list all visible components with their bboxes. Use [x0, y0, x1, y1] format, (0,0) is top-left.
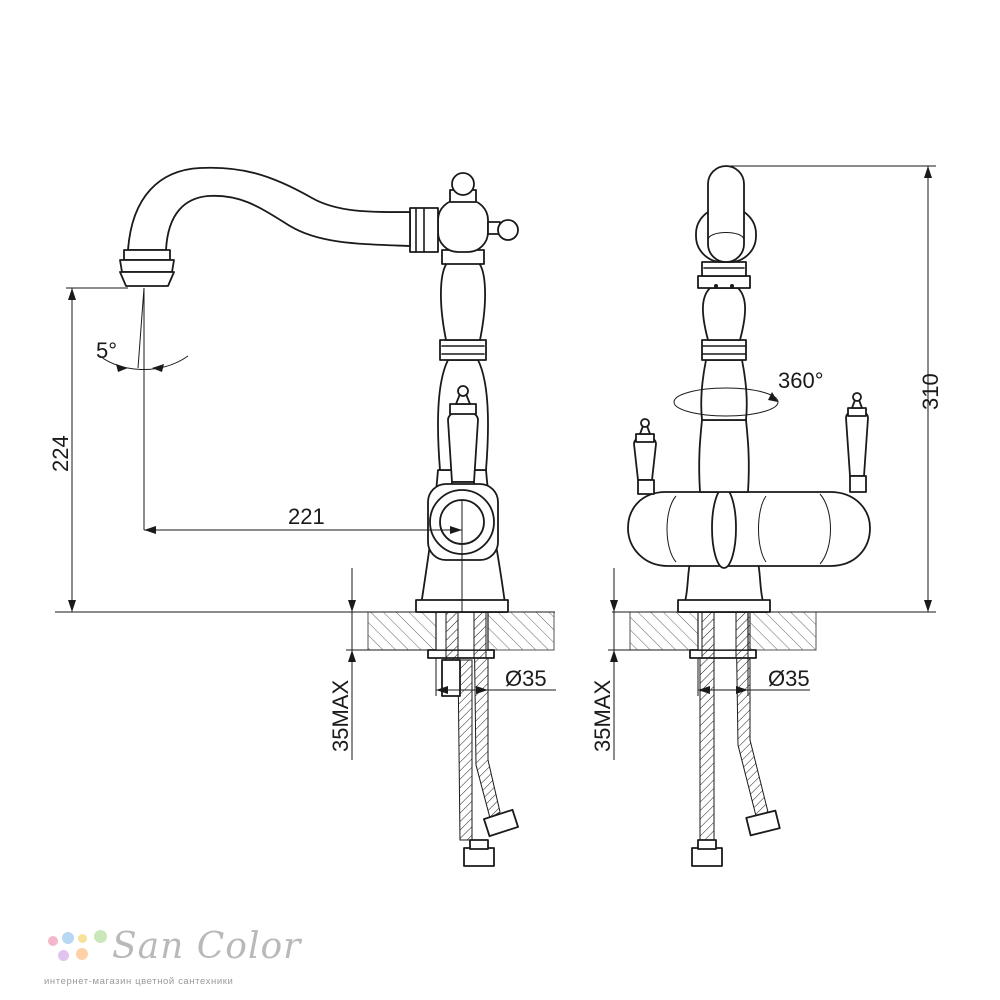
- logo-dot: [58, 950, 69, 961]
- dim-spout-angle: 5°: [96, 338, 117, 363]
- cartridge-left: [427, 483, 499, 561]
- logo-dot: [48, 936, 58, 946]
- logo-dot: [94, 930, 107, 943]
- logo-dot: [78, 934, 87, 943]
- dim-rotation: 360°: [778, 368, 824, 393]
- dim-counter-max-left: 35MAX: [328, 680, 353, 752]
- dim-diameter-left: Ø35: [505, 666, 547, 691]
- brand-watermark: San Color интернет-магазин цветной санте…: [44, 926, 344, 992]
- lever-handle-front-right: [845, 392, 869, 493]
- brand-tagline: интернет-магазин цветной сантехники: [44, 976, 234, 987]
- dim-spout-height: 224: [48, 435, 73, 472]
- logo-dot: [62, 932, 74, 944]
- supply-hoses-right: [691, 611, 781, 867]
- side-view: 224 5° 221 35MAX Ø35: [48, 166, 556, 867]
- dim-total-height: 310: [918, 373, 943, 410]
- front-view: 360° 310 35MAX: [590, 165, 943, 867]
- dim-counter-max-right: 35MAX: [590, 680, 615, 752]
- dim-spout-reach: 221: [288, 504, 325, 529]
- lever-handle-front-left: [633, 418, 657, 495]
- dim-diameter-right: Ø35: [768, 666, 810, 691]
- logo-dot: [76, 948, 88, 960]
- brand-name: San Color: [112, 926, 302, 967]
